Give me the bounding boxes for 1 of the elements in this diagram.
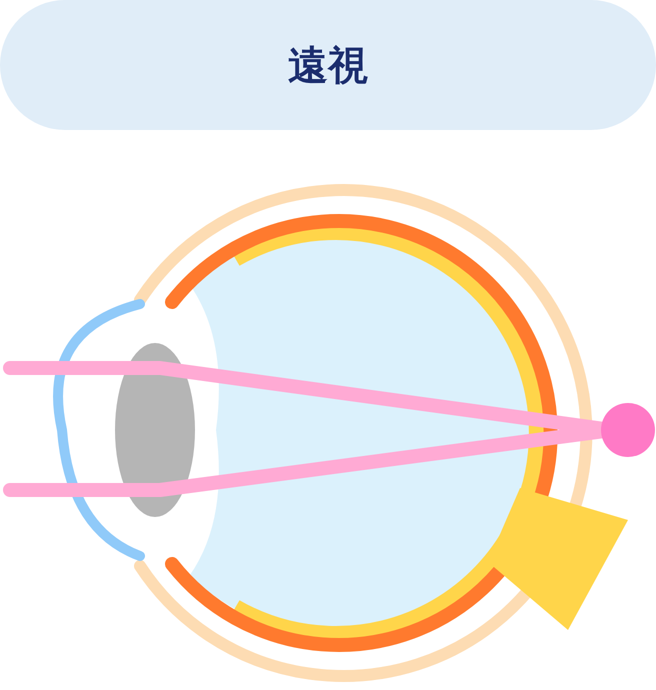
title-banner: 遠視: [0, 0, 656, 130]
